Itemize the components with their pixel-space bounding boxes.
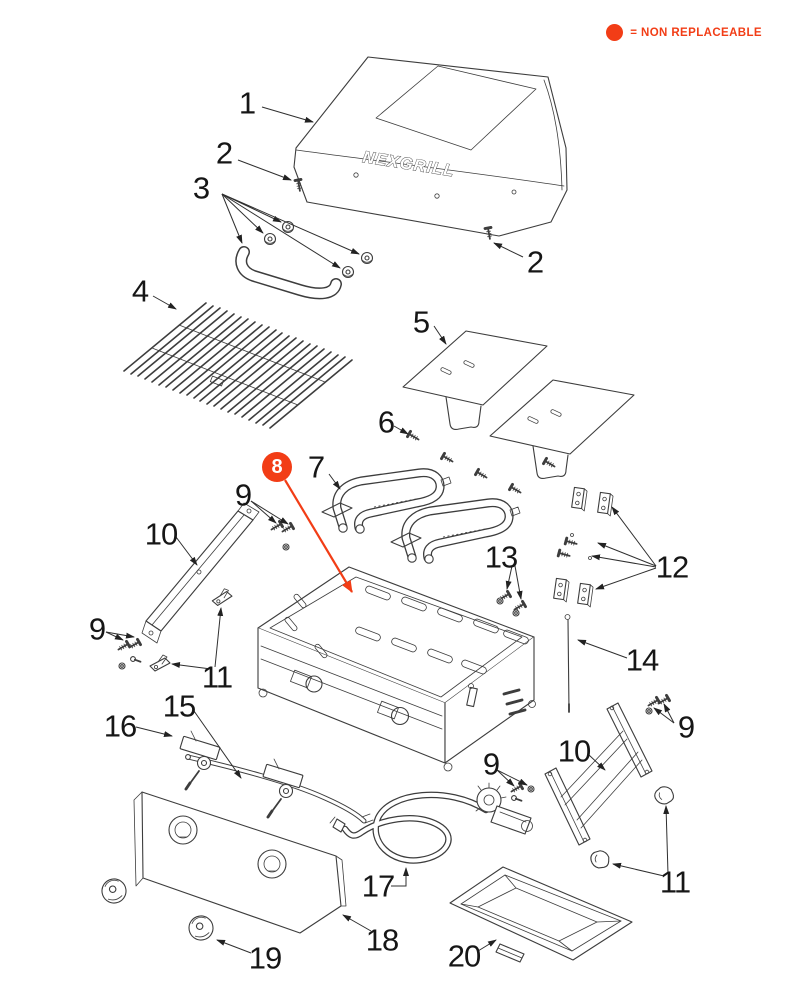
part-control-panel <box>133 791 347 934</box>
knob-bezel-1 <box>168 815 198 845</box>
part-electrode-screws-13 <box>496 589 527 617</box>
part-leg-left <box>141 502 260 644</box>
legend-label: = NON REPLACEABLE <box>630 26 762 39</box>
valve-assembly-2 <box>262 758 304 819</box>
part-grease-tray <box>449 866 633 963</box>
part-crossover-rod-14 <box>564 614 571 713</box>
valve-assembly-1 <box>179 730 221 791</box>
part-cooking-grate <box>123 302 353 429</box>
non-replaceable-dot-icon <box>606 24 624 41</box>
part-heat-plates <box>402 330 635 479</box>
part-lid: NEXGRILL <box>293 56 568 237</box>
part-hooks-right <box>588 784 676 871</box>
part-bracket-set-12 <box>552 486 614 608</box>
legend: = NON REPLACEABLE <box>606 24 762 41</box>
part-leg-right <box>544 702 653 846</box>
part-handle <box>235 220 374 300</box>
knob-bezel-2 <box>257 849 287 879</box>
part-firebox <box>257 566 536 772</box>
part-burners <box>322 473 520 564</box>
highlight-arrow <box>284 479 353 593</box>
part-hose-regulator <box>329 782 533 864</box>
callout-leader-lines <box>105 106 675 954</box>
part-manifold-valves <box>179 730 374 824</box>
firebox-burner-slots <box>284 585 529 675</box>
